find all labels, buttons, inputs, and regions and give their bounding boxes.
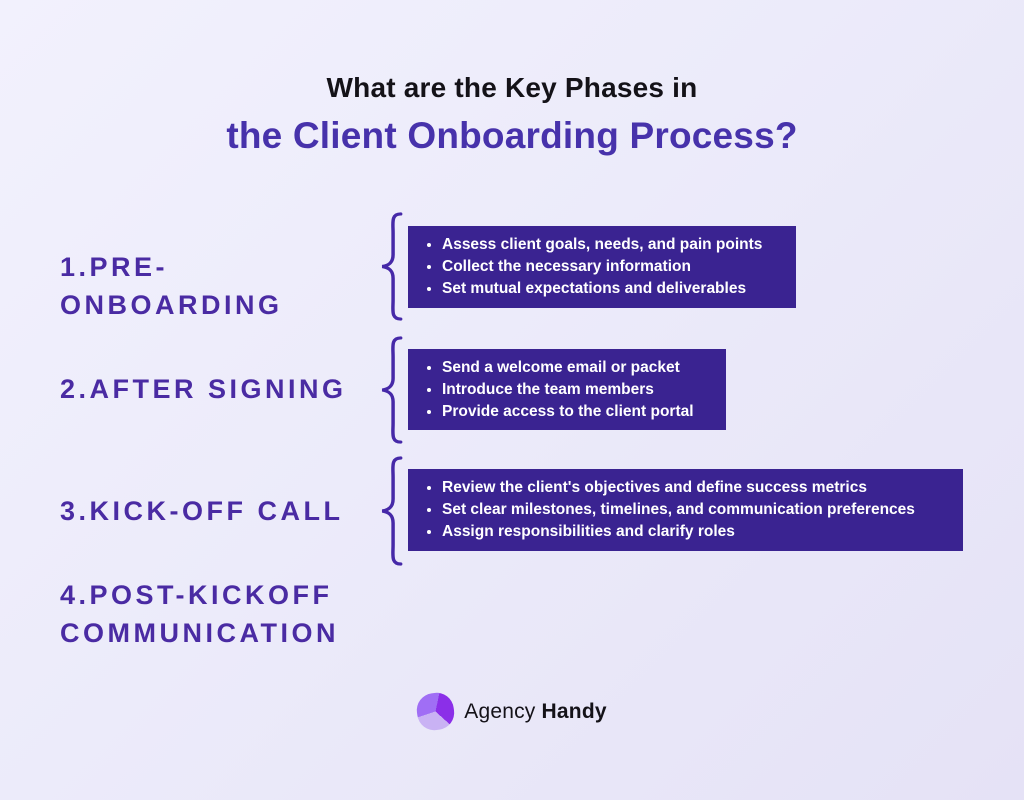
- phase-3-label: 3.KICK-OFF CALL: [60, 496, 344, 526]
- bullet-item: Assess client goals, needs, and pain poi…: [442, 234, 762, 256]
- bullet-item: Set mutual expectations and deliverables: [442, 278, 762, 300]
- phase-3-bullet-list: Review the client's objectives and defin…: [408, 477, 925, 543]
- brand-name-regular: Agency: [464, 699, 536, 723]
- phase-2-brace: [381, 336, 403, 444]
- phase-1-brace: [381, 212, 403, 321]
- bullet-item: Set clear milestones, timelines, and com…: [442, 499, 915, 521]
- brand-name: Agency Handy: [464, 700, 606, 724]
- phase-2-bullet-box: Send a welcome email or packet Introduce…: [408, 349, 726, 430]
- phase-1-label: 1.PRE-ONBOARDING: [60, 252, 283, 320]
- bullet-item: Introduce the team members: [442, 379, 694, 401]
- phase-2-label: 2.AFTER SIGNING: [60, 374, 347, 404]
- agency-handy-logo-icon: [414, 690, 457, 733]
- phase-4-label: 4.POST-KICKOFF COMMUNICATION: [60, 580, 339, 648]
- phase-1-bullet-list: Assess client goals, needs, and pain poi…: [408, 234, 772, 300]
- bullet-item: Collect the necessary information: [442, 256, 762, 278]
- title-line-2: the Client Onboarding Process?: [226, 115, 798, 156]
- title-line-1: What are the Key Phases in: [326, 72, 698, 103]
- phase-3-bullet-box: Review the client's objectives and defin…: [408, 469, 963, 551]
- bullet-item: Provide access to the client portal: [442, 401, 694, 423]
- bullet-item: Send a welcome email or packet: [442, 357, 694, 379]
- phase-1-bullet-box: Assess client goals, needs, and pain poi…: [408, 226, 796, 308]
- brand-footer: Agency Handy: [0, 690, 1024, 733]
- bullet-item: Assign responsibilities and clarify role…: [442, 521, 915, 543]
- phase-2-bullet-list: Send a welcome email or packet Introduce…: [408, 357, 704, 423]
- bullet-item: Review the client's objectives and defin…: [442, 477, 915, 499]
- phase-3-brace: [381, 456, 403, 566]
- brand-name-bold: Handy: [541, 699, 607, 723]
